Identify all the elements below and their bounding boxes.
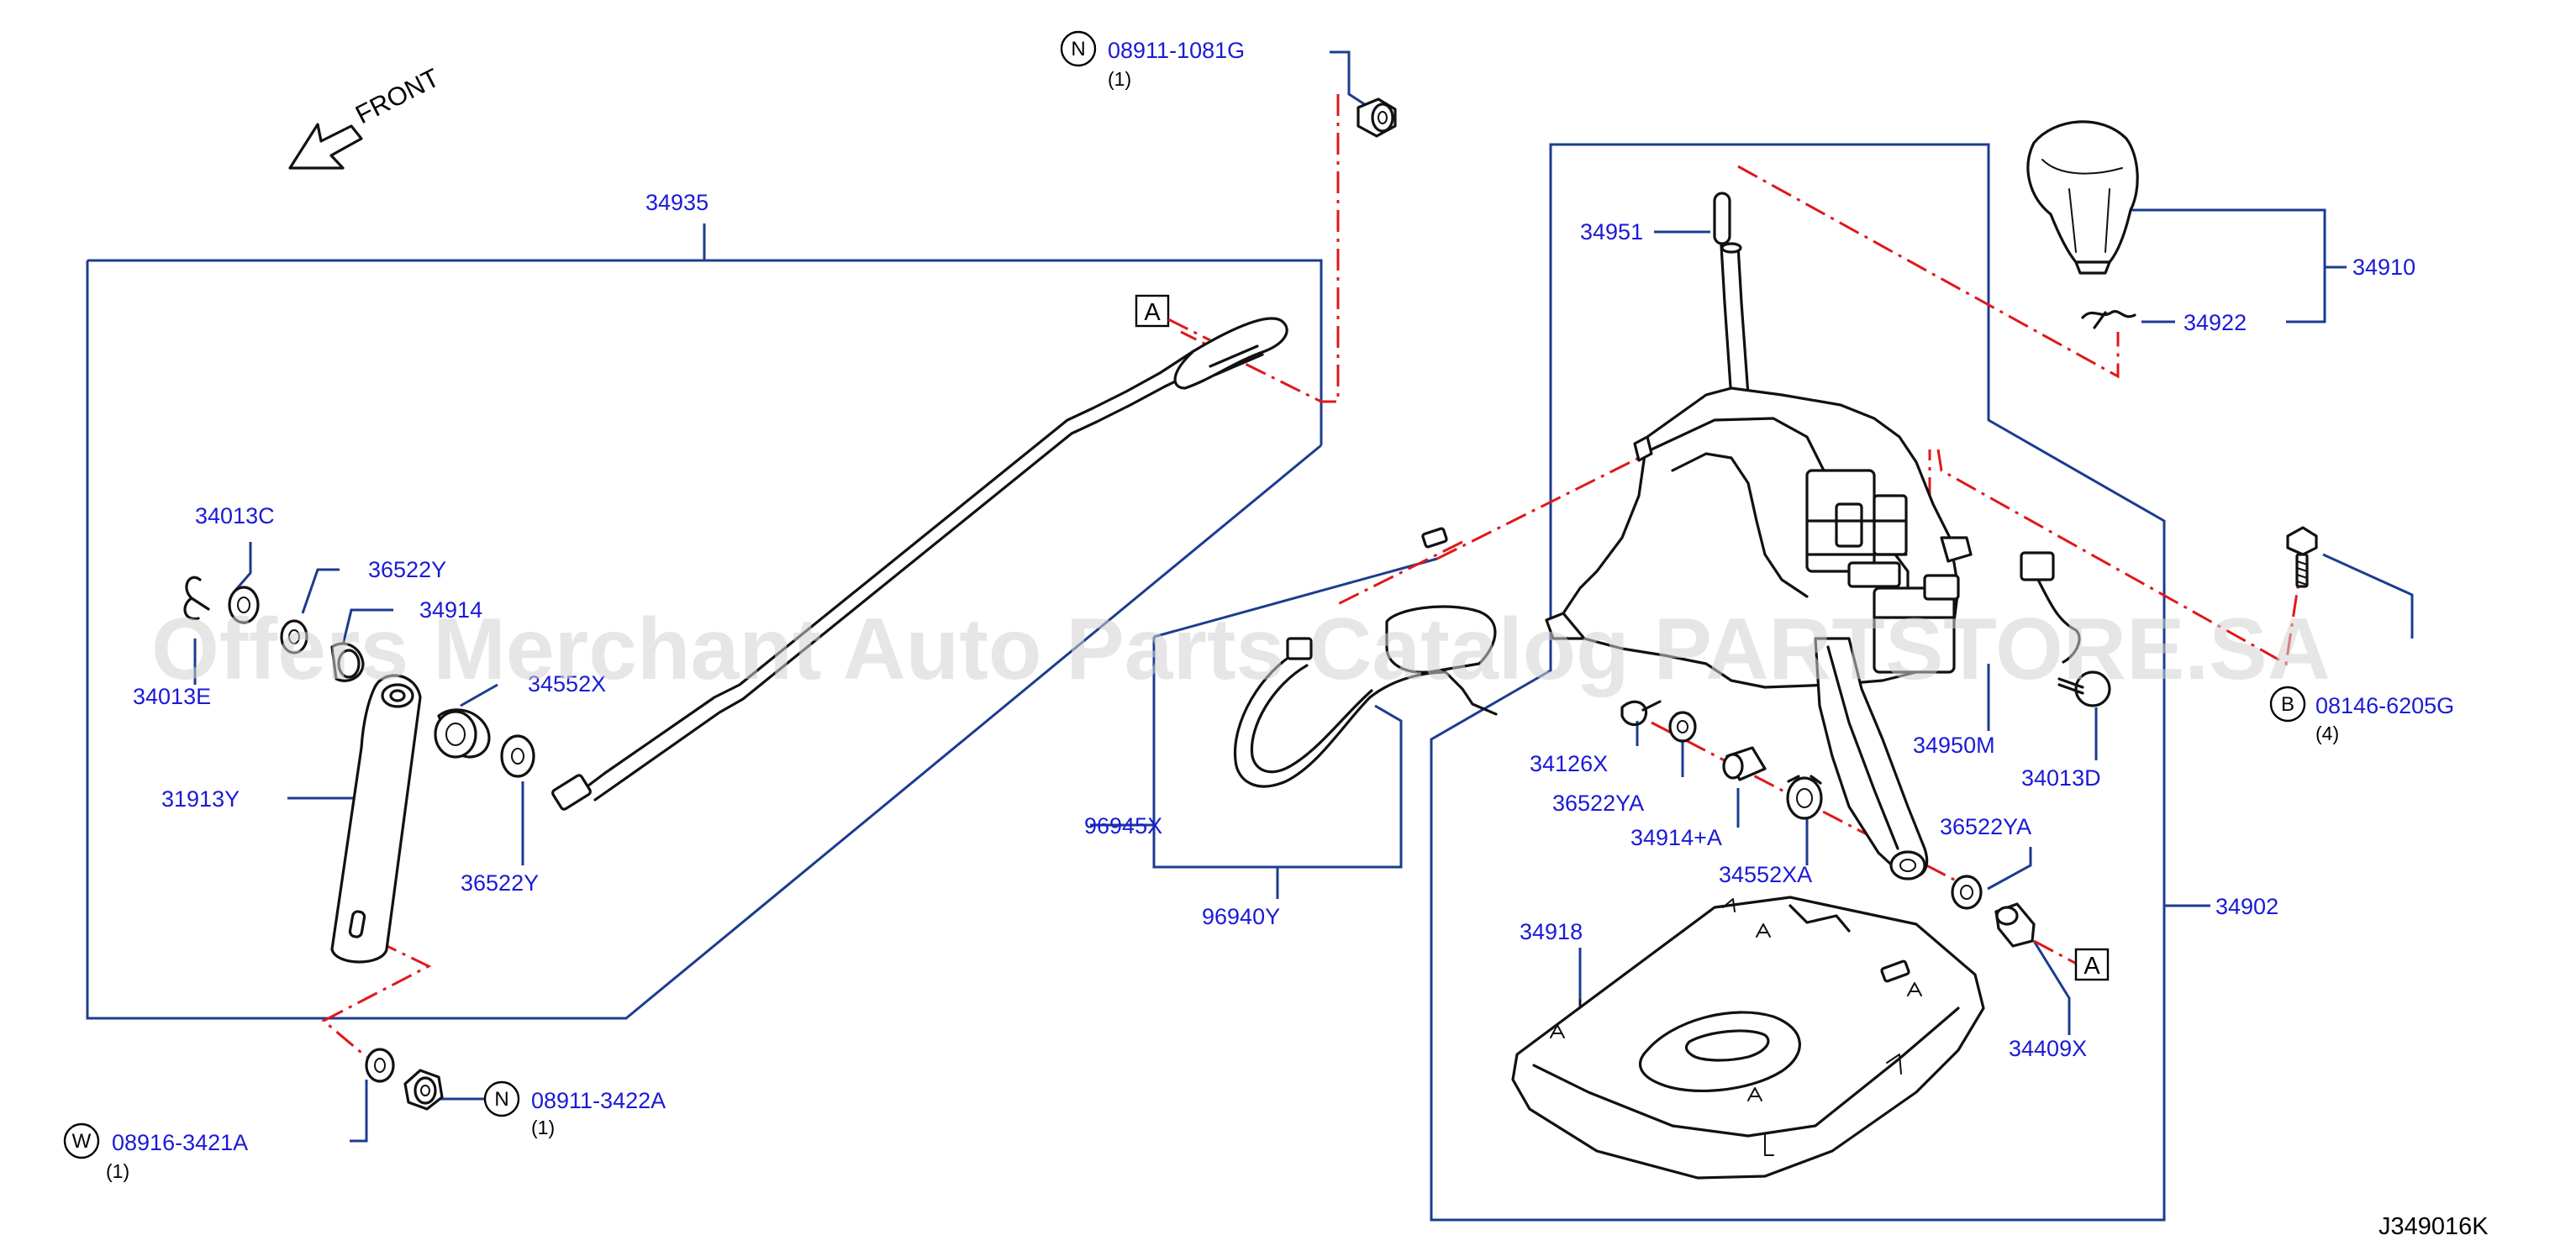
left-small-parts-drawing: [183, 576, 535, 778]
part-labels: 34935 34013C 36522Y 34914 34013E 34552X …: [133, 190, 2415, 1061]
callout-a-bottom: A: [2074, 948, 2110, 981]
nut-bottom-symbol: N: [494, 1088, 508, 1111]
control-cable-drawing: [551, 317, 1288, 811]
part-label-34950m[interactable]: 34950M: [1913, 733, 1995, 758]
part-label-34013d[interactable]: 34013D: [2021, 765, 2101, 791]
part-label-34922[interactable]: 34922: [2184, 310, 2247, 335]
bolt-right-label[interactable]: 08146-6205G: [2315, 693, 2454, 718]
nut-top-label[interactable]: 08911-1081G: [1108, 38, 1245, 63]
part-label-34902[interactable]: 34902: [2215, 894, 2278, 919]
part-label-34126x[interactable]: 34126X: [1530, 751, 1608, 776]
nut-top-symbol: N: [1071, 38, 1085, 60]
part-label-31913y[interactable]: 31913Y: [161, 786, 240, 812]
part-label-34914[interactable]: 34914: [419, 597, 482, 623]
part-label-34910[interactable]: 34910: [2352, 255, 2415, 280]
part-label-34013c[interactable]: 34013C: [195, 503, 275, 528]
part-label-34552xa[interactable]: 34552XA: [1719, 862, 1812, 887]
front-arrow-icon: [288, 123, 363, 170]
watermark: Offers Merchant Auto Parts Catalog PARTS…: [151, 601, 2331, 698]
part-label-34935[interactable]: 34935: [645, 190, 709, 215]
part-label-36522y-top[interactable]: 36522Y: [368, 557, 446, 582]
part-label-36522y-bottom[interactable]: 36522Y: [461, 870, 539, 896]
callout-a-top: A: [1135, 294, 1211, 342]
fastener-symbols: N B N W: [63, 30, 2306, 1159]
bolt-right-symbol: B: [2281, 693, 2294, 716]
harness-drawing: [1233, 527, 1498, 788]
nut-bottom-label[interactable]: 08911-3422A: [531, 1088, 666, 1113]
nut-top-qty: (1): [1108, 68, 1131, 90]
part-label-36522ya-left[interactable]: 36522YA: [1552, 791, 1644, 816]
part-label-34552x[interactable]: 34552X: [528, 671, 606, 696]
part-label-34914a[interactable]: 34914+A: [1630, 825, 1722, 850]
part-label-34951[interactable]: 34951: [1580, 219, 1643, 244]
part-label-34013e[interactable]: 34013E: [133, 684, 211, 709]
part-label-96945x[interactable]: 96945X: [1084, 813, 1162, 838]
front-label: FRONT: [350, 63, 444, 130]
bottom-fasteners-drawing: [365, 1048, 444, 1111]
callout-a-bottom-label: A: [2083, 953, 2100, 980]
washer-bottom-symbol: W: [72, 1130, 92, 1153]
part-label-34409x[interactable]: 34409X: [2009, 1036, 2087, 1061]
nut-bottom-qty: (1): [531, 1117, 555, 1138]
callout-a-top-label: A: [1144, 299, 1161, 326]
washer-bottom-qty: (1): [106, 1160, 129, 1182]
part-label-34918[interactable]: 34918: [1520, 919, 1583, 944]
leader-lines: [86, 50, 2414, 1222]
part-label-36522ya-right[interactable]: 36522YA: [1940, 814, 2031, 839]
fastener-labels: 08911-1081G (1) 08146-6205G (4) 08911-34…: [106, 38, 2454, 1182]
bolt-right-qty: (4): [2315, 723, 2339, 744]
shift-knob-drawing: [2026, 120, 2139, 329]
part-label-96940y[interactable]: 96940Y: [1202, 904, 1280, 929]
top-nut-drawing: [1356, 97, 1397, 138]
shifter-assembly-drawing: [1545, 242, 2318, 948]
reference-code: J349016K: [2378, 1213, 2489, 1240]
shift-lever-link-drawing: [330, 674, 422, 964]
indicator-plate-drawing: [1511, 896, 1985, 1180]
pin-34951-drawing: [1713, 192, 1731, 245]
drawing-parts: [183, 97, 2318, 1180]
washer-bottom-label[interactable]: 08916-3421A: [112, 1130, 248, 1155]
